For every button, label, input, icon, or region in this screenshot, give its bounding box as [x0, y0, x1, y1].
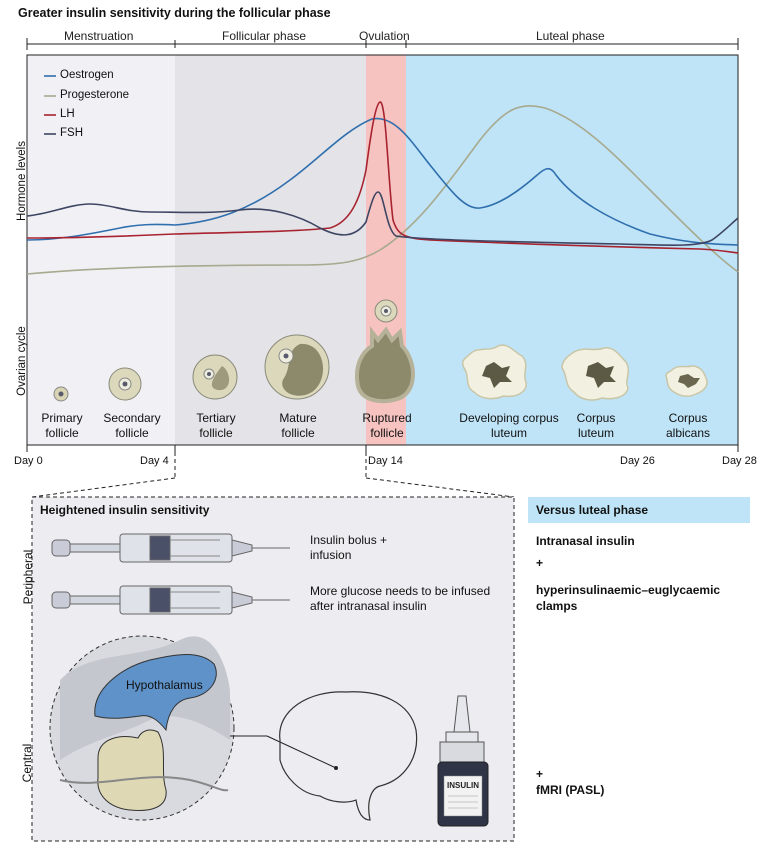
note-glucose-infused: More glucose needs to be infused after i…	[310, 584, 491, 613]
brain-outline-icon	[279, 691, 418, 821]
legend-oestrogen: Oestrogen	[60, 69, 114, 81]
day-26-label: Day 26	[620, 455, 655, 467]
clamps-label: hyperinsulinaemic–euglycaemic clamps	[536, 583, 721, 613]
versus-luteal-header: Versus luteal phase	[528, 497, 750, 523]
insulin-sensitivity-title: Heightened insulin sensitivity	[40, 503, 210, 517]
phase-bracket	[26, 38, 739, 50]
oestrogen-curve	[26, 117, 739, 246]
intranasal-insulin-label: Intranasal insulin	[536, 534, 635, 548]
label-corpus-luteum: Corpus luteum	[576, 411, 616, 440]
phase-menstruation: Menstruation	[64, 29, 134, 43]
label-developing-corpus-luteum: Developing corpus luteum	[459, 411, 559, 440]
peripheral-label: Peripheral	[21, 549, 35, 605]
day-14-label: Day 14	[368, 455, 403, 467]
ovarian-cycle-label: Ovarian cycle	[16, 326, 28, 396]
label-primary-follicle: Primary follicle	[41, 411, 83, 440]
hypothalamus-label: Hypothalamus	[126, 678, 203, 692]
legend-progesterone: Progesterone	[60, 89, 130, 101]
plus-sign-2: +	[536, 767, 544, 781]
phase-luteal: Luteal phase	[536, 29, 605, 43]
syringe-icon-1	[51, 533, 290, 563]
legend-lh: LH	[60, 108, 75, 120]
phase-ovulation: Ovulation	[359, 29, 410, 43]
fsh-curve	[26, 191, 739, 246]
day-4-label: Day 4	[140, 455, 169, 467]
chart-legend	[44, 75, 56, 135]
label-secondary-follicle: Secondary follicle	[103, 411, 161, 440]
follicle-icons	[53, 299, 708, 404]
note-insulin-bolus: Insulin bolus + infusion	[310, 533, 388, 562]
figure-title: Greater insulin sensitivity during the f…	[18, 6, 331, 20]
menstruation-band	[27, 55, 175, 445]
label-mature-follicle: Mature follicle	[279, 411, 317, 440]
day-28-label: Day 28	[722, 455, 757, 467]
brain-section-icon	[49, 635, 235, 821]
bottle-label: INSULIN	[447, 781, 479, 790]
label-corpus-albicans: Corpus albicans	[665, 411, 711, 440]
fmri-label: fMRI (PASL)	[536, 783, 605, 797]
day-0-label: Day 0	[14, 455, 43, 467]
label-ruptured-follicle: Ruptured follicle	[362, 411, 412, 440]
syringe-icon-2	[51, 585, 290, 615]
hormone-levels-label: Hormone levels	[16, 141, 28, 221]
legend-fsh: FSH	[60, 127, 83, 139]
label-tertiary-follicle: Tertiary follicle	[196, 411, 236, 440]
central-label: Central	[20, 743, 34, 783]
lh-curve	[26, 101, 739, 254]
ruptured-follicle-icon	[355, 326, 415, 404]
phase-follicular: Follicular phase	[222, 29, 307, 43]
nasal-spray-icon	[437, 695, 489, 827]
plus-sign-1: +	[536, 556, 544, 570]
day-ticks	[26, 445, 739, 452]
progesterone-curve	[26, 105, 739, 275]
